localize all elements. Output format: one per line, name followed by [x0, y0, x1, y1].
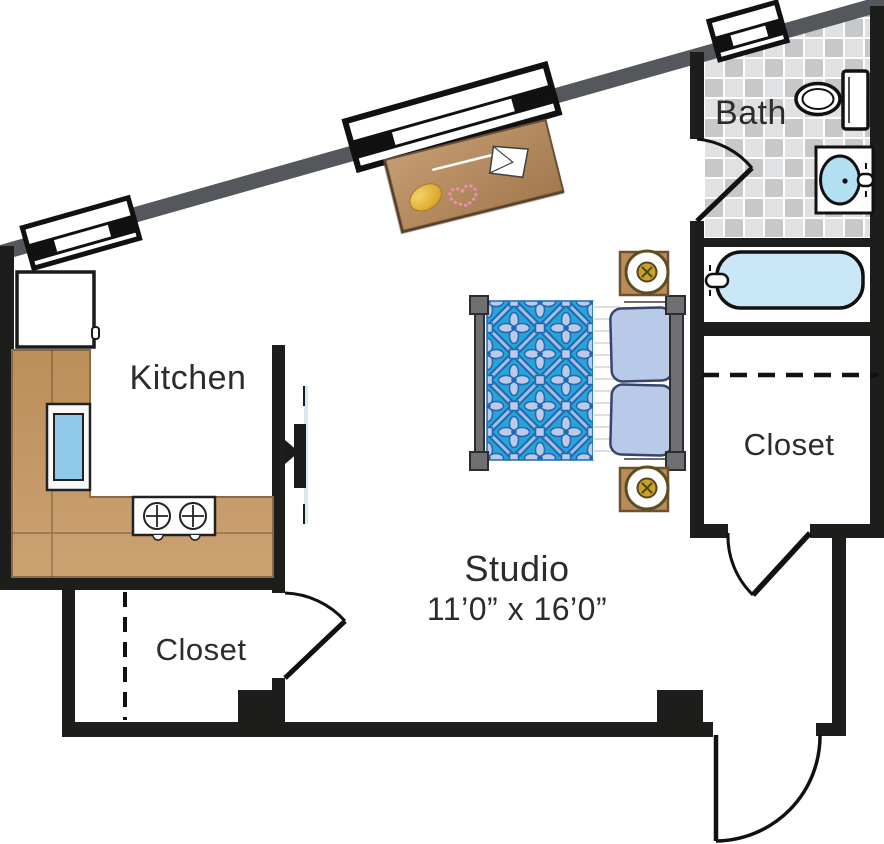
bath-label: Bath [715, 94, 787, 132]
right-wall-lower [832, 533, 846, 736]
bed-blanket [486, 300, 594, 461]
kitchen-bottom-wall [0, 577, 284, 590]
kitchen-right-wall [272, 345, 285, 593]
closet-door-jamb [272, 678, 285, 691]
studio-bottom-wall [62, 722, 713, 737]
closet-left-wall [62, 583, 75, 735]
kitchen-sink-icon [45, 402, 92, 492]
interior-walls [0, 6, 884, 737]
bath-fixtures [704, 69, 875, 310]
desk-paper [488, 145, 529, 179]
closet-right-door-swing-icon [726, 531, 813, 597]
desk-necklace-heart [448, 184, 478, 208]
desk-icon [382, 118, 565, 235]
closet-right-bottom-wall [810, 524, 884, 538]
door-swings [283, 137, 822, 843]
wall-pier [238, 690, 285, 723]
bed-icon [469, 295, 686, 471]
nightstand-icon [618, 249, 670, 297]
bathtub-icon [704, 250, 865, 310]
tub-closet-divider-wall [690, 322, 884, 336]
kitchen-left-wall [0, 246, 14, 590]
bath-tub-divider-wall [690, 238, 884, 247]
bed-frame [469, 295, 686, 471]
stove-icon [131, 495, 217, 541]
bath-door-swing-icon [695, 137, 754, 223]
nightstand-icon [618, 465, 670, 513]
kitchen-fixtures [11, 270, 308, 578]
bed-fringe [594, 306, 620, 452]
wall-pier [657, 690, 703, 723]
vanity-sink-icon [814, 145, 875, 215]
window-icon [705, 0, 791, 63]
tv-icon [285, 386, 308, 524]
bath-left-wall [690, 221, 704, 538]
entry-door-swing-icon [713, 734, 822, 843]
desk-object-oval [409, 183, 442, 212]
closet-left-label: Closet [156, 632, 247, 667]
pillow [609, 306, 674, 383]
studio-dimensions-label: 11’0” x 16’0” [427, 591, 607, 627]
closet-right-label: Closet [744, 427, 835, 462]
closet-left-door-swing-icon [283, 591, 347, 680]
studio-label: Studio [464, 548, 569, 589]
right-edge-wall [870, 6, 884, 534]
toilet-icon [794, 69, 870, 131]
bath-left-wall [690, 52, 704, 139]
pillow [609, 383, 674, 457]
kitchen-label: Kitchen [130, 359, 247, 397]
window-icon [19, 194, 143, 272]
refrigerator-icon [15, 270, 100, 349]
